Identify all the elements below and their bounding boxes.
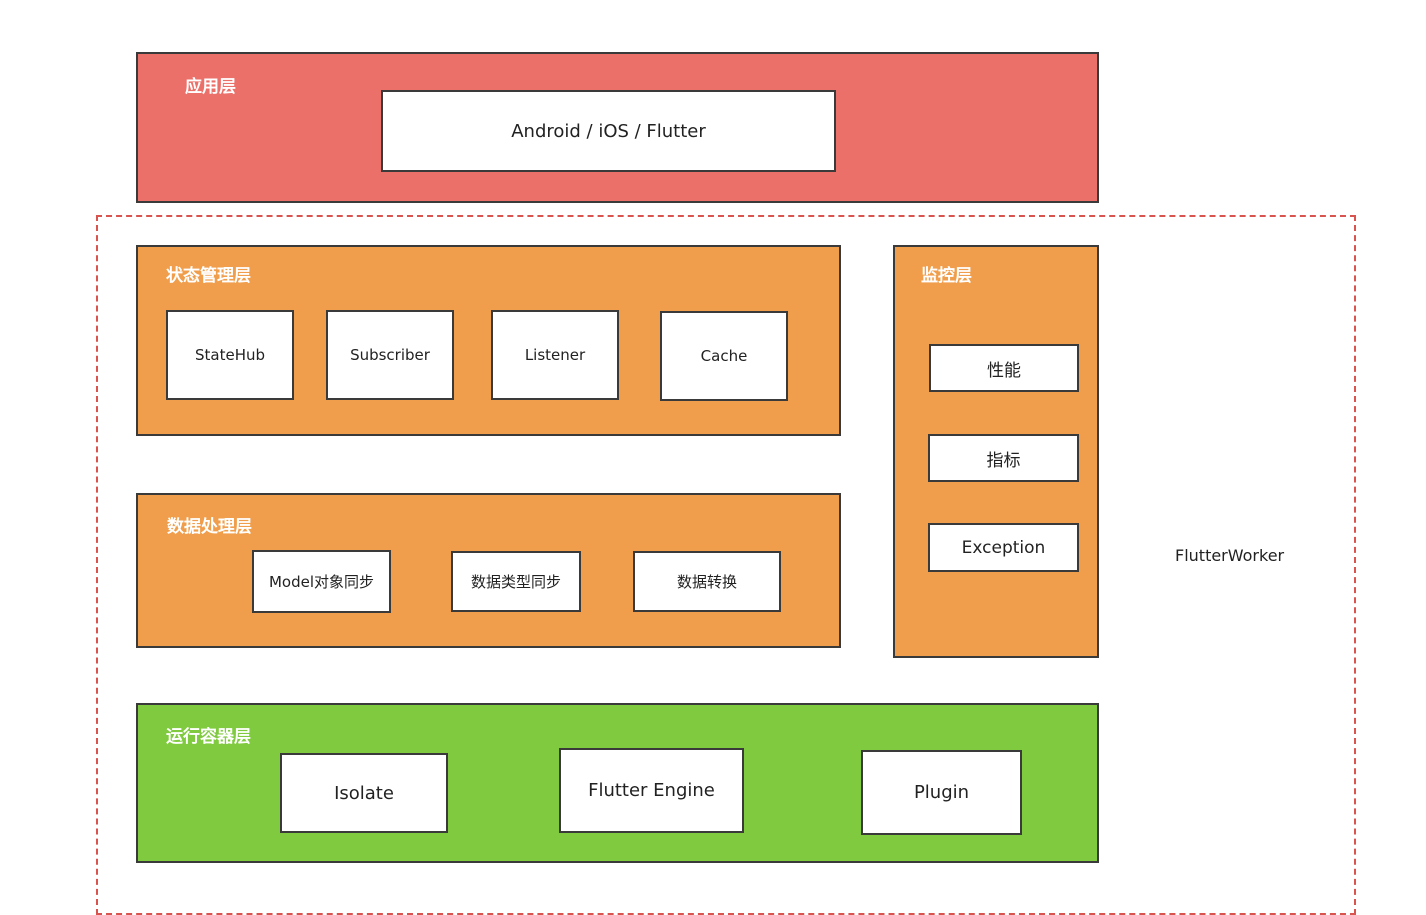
model-sync-box: Model对象同步 [252,550,391,613]
app-layer-title: 应用层 [185,77,236,97]
runtime-container-layer: 运行容器层 Isolate Flutter Engine Plugin [136,703,1099,863]
data-layer-title: 数据处理层 [167,517,252,537]
exception-box: Exception [928,523,1079,572]
data-processing-layer: 数据处理层 Model对象同步 数据类型同步 数据转换 [136,493,841,648]
runtime-layer-title: 运行容器层 [166,727,251,747]
monitoring-layer: 监控层 性能 指标 Exception [893,245,1099,658]
plugin-box: Plugin [861,750,1022,835]
state-management-layer: 状态管理层 StateHub Subscriber Listener Cache [136,245,841,436]
listener-box: Listener [491,310,619,400]
cache-box: Cache [660,311,788,401]
isolate-box: Isolate [280,753,448,833]
platform-box: Android / iOS / Flutter [381,90,836,172]
flutter-worker-label: FlutterWorker [1175,546,1285,565]
metrics-box: 指标 [928,434,1079,482]
statehub-box: StateHub [166,310,294,400]
state-layer-title: 状态管理层 [166,266,251,286]
type-sync-box: 数据类型同步 [451,551,581,612]
subscriber-box: Subscriber [326,310,454,400]
app-layer: 应用层 Android / iOS / Flutter [136,52,1099,203]
monitor-layer-title: 监控层 [921,266,972,286]
data-conversion-box: 数据转换 [633,551,781,612]
flutter-engine-box: Flutter Engine [559,748,744,833]
performance-box: 性能 [929,344,1079,392]
